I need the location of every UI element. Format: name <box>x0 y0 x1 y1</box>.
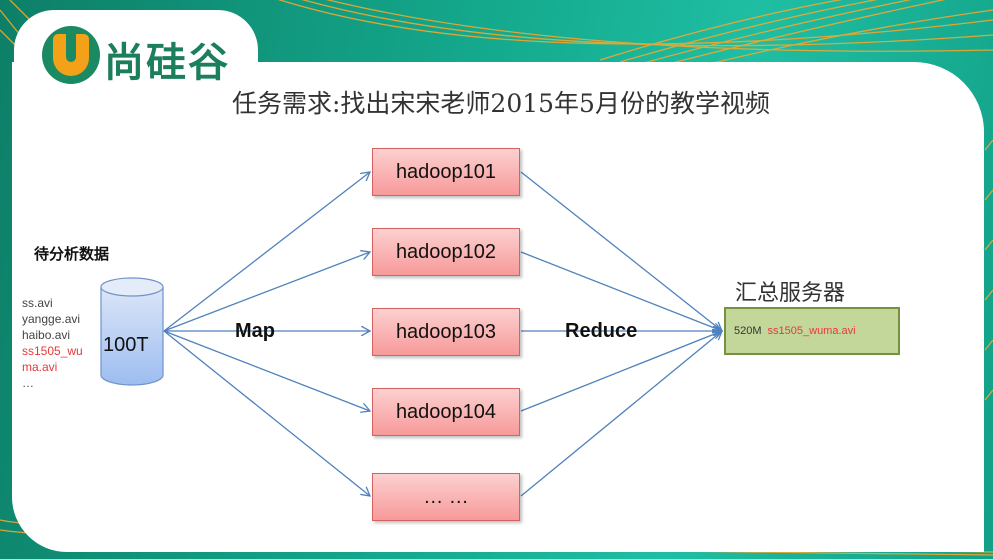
reduce-phase-label: Reduce <box>565 320 638 342</box>
file-item: ss.avi <box>22 296 53 310</box>
node-hadoop102: hadoop102 <box>372 228 520 276</box>
file-item-highlight: ma.avi <box>22 360 58 374</box>
result-file: ss1505_wuma.avi <box>767 325 856 337</box>
map-phase-label: Map <box>235 320 275 342</box>
aggregation-server: 520M ss1505_wuma.avi <box>724 307 900 355</box>
result-size: 520M <box>734 325 762 337</box>
storage-size-label: 100T <box>103 334 149 356</box>
source-heading: 待分析数据 <box>34 245 110 263</box>
file-item: yangge.avi <box>22 312 81 326</box>
node-hadoop101: hadoop101 <box>372 148 520 196</box>
database-cylinder-icon <box>100 277 164 386</box>
file-item: … <box>22 376 34 390</box>
file-item-highlight: ss1505_wu <box>22 344 83 358</box>
node-more: … … <box>372 473 520 521</box>
node-hadoop103: hadoop103 <box>372 308 520 356</box>
logo: 尚硅谷 <box>14 10 258 86</box>
server-heading: 汇总服务器 <box>735 281 846 306</box>
node-hadoop104: hadoop104 <box>372 388 520 436</box>
logo-text: 尚硅谷 <box>104 40 230 86</box>
file-item: haibo.avi <box>22 328 71 342</box>
file-list: ss.avi yangge.avi haibo.avi ss1505_wu ma… <box>22 295 97 391</box>
logo-mark-icon <box>42 26 100 84</box>
page-title: 任务需求:找出宋宋老师2015年5月份的教学视频 <box>232 89 770 118</box>
